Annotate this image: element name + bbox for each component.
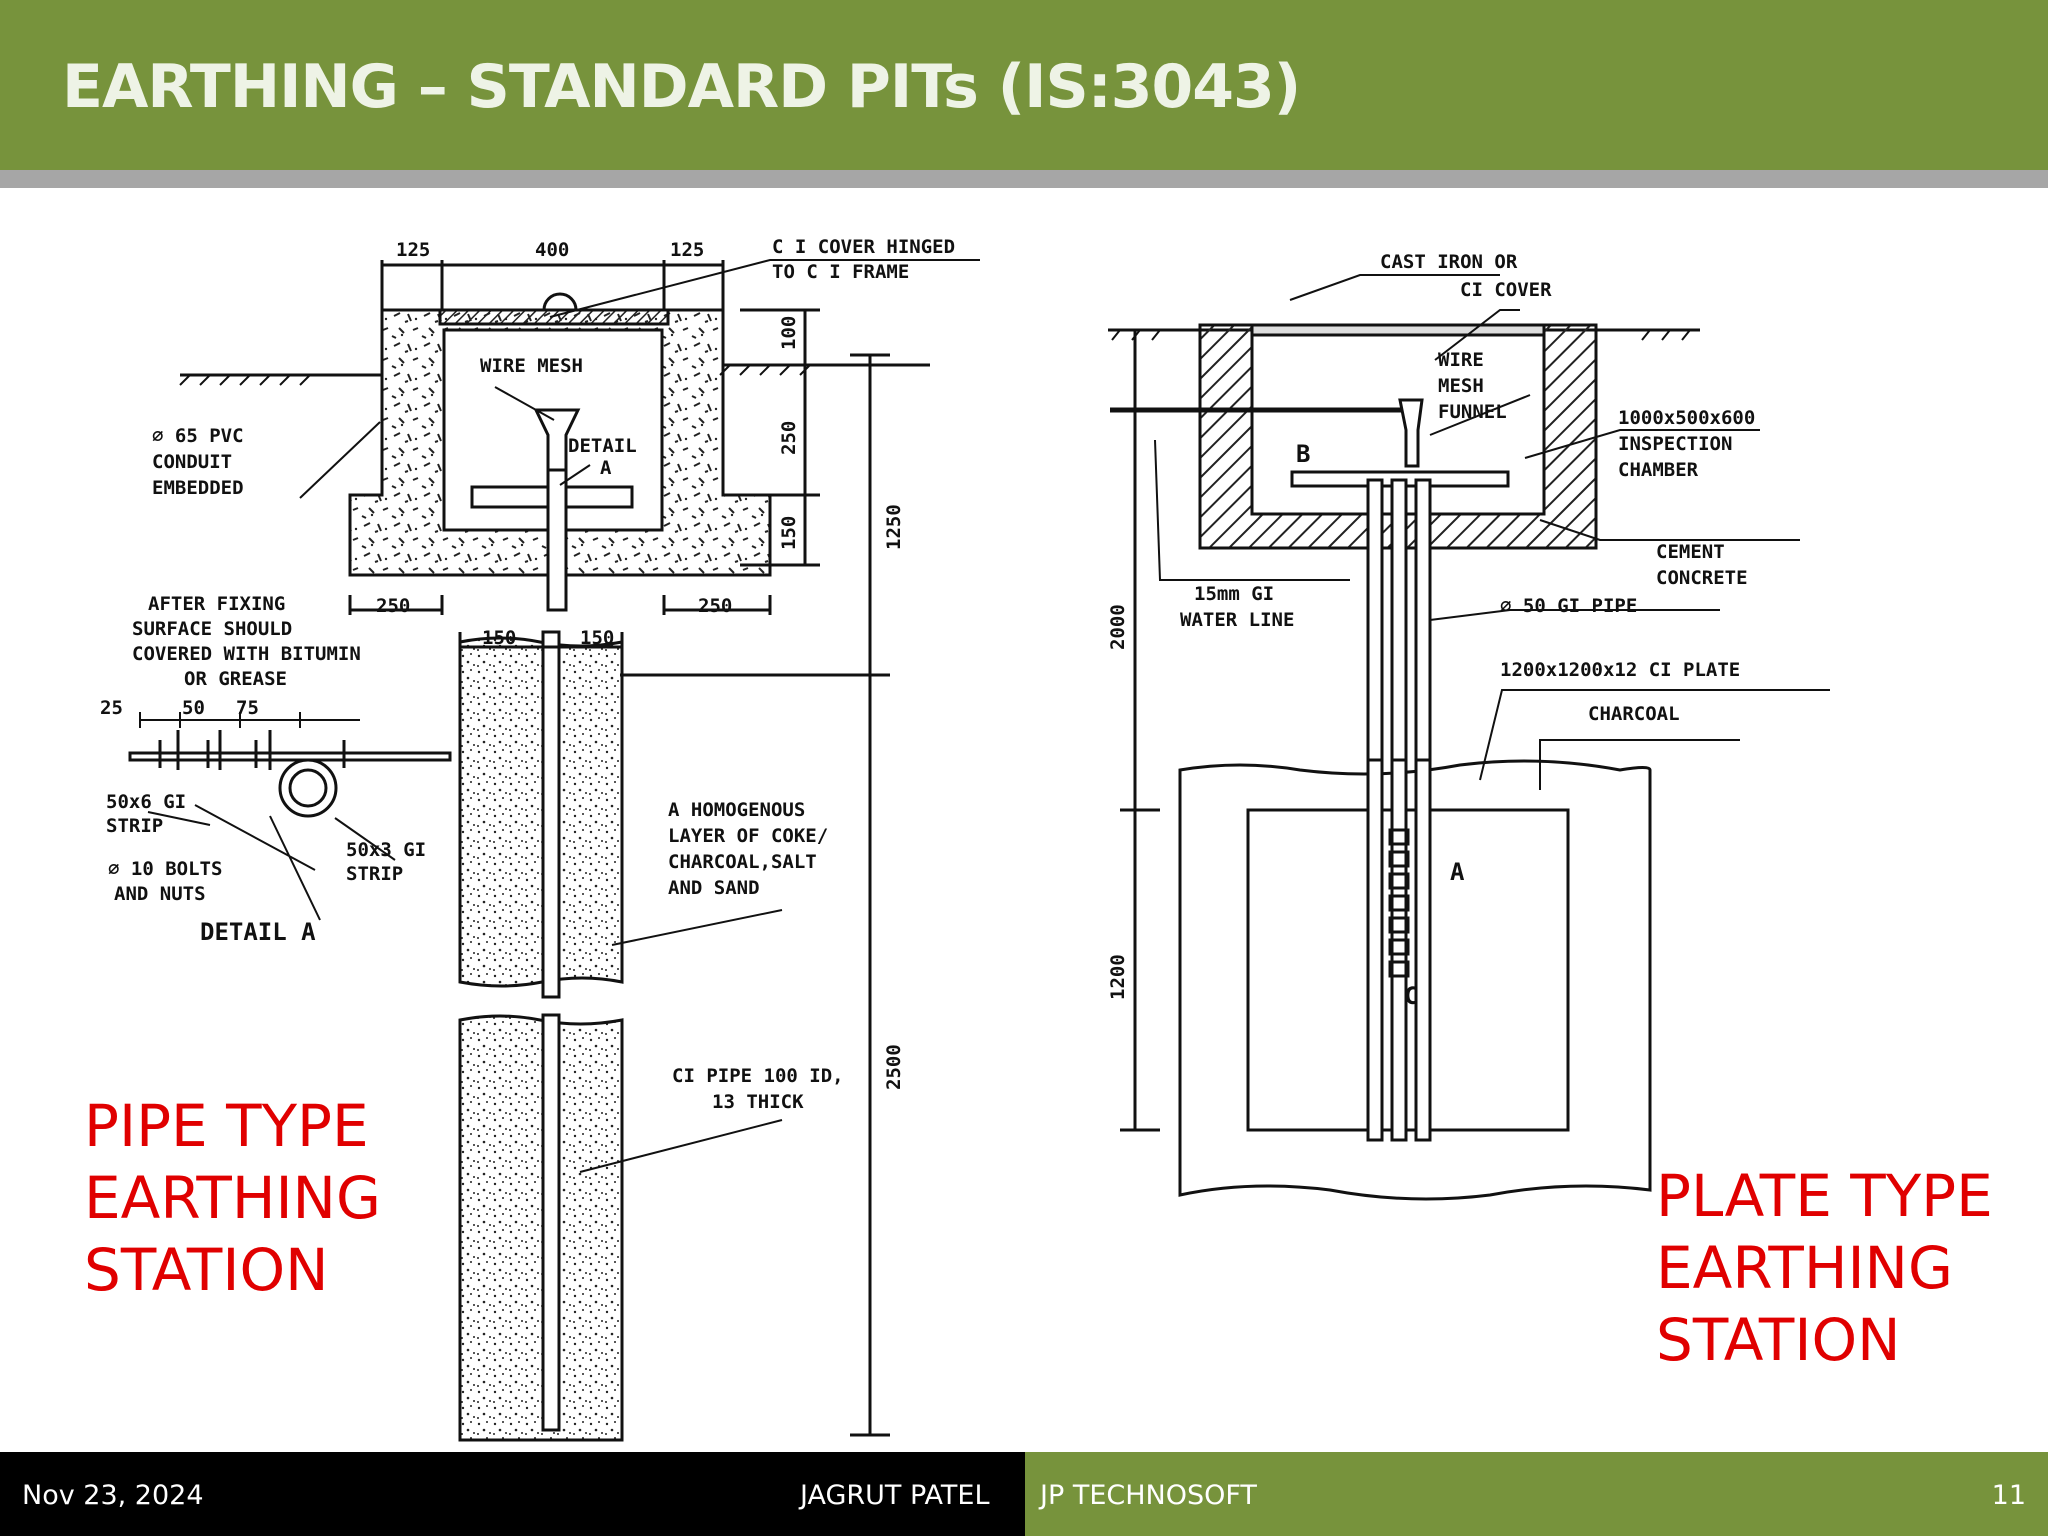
dim-150-vertical: 150 — [778, 516, 800, 550]
title-divider — [0, 170, 2048, 188]
label-charcoal: CHARCOAL — [1588, 703, 1680, 725]
label-ci-pipe-1: CI PIPE 100 ID, — [672, 1065, 844, 1087]
dim-250-left: 250 — [376, 595, 410, 617]
label-bolts-2: AND NUTS — [114, 883, 206, 905]
label-wire-2: MESH — [1438, 375, 1484, 397]
label-after-2: SURFACE SHOULD — [132, 618, 292, 640]
label-detail-a-1: DETAIL — [568, 435, 637, 457]
dim-50: 50 — [182, 697, 205, 719]
plate-type-caption: PLATE TYPE EARTHING STATION — [1656, 1160, 1993, 1376]
label-strip3-1: 50x3 GI — [346, 839, 426, 861]
pipe-caption-line-1: PIPE TYPE — [84, 1092, 369, 1160]
label-strip3-2: STRIP — [346, 863, 403, 885]
pipe-earthing-drawing: 125 400 125 C I COVER HINGED TO C I FRAM… — [100, 236, 980, 1442]
label-after-3: COVERED WITH BITUMIN — [132, 643, 361, 665]
dim-400: 400 — [535, 239, 569, 261]
label-water-2: WATER LINE — [1180, 609, 1294, 631]
label-cover-2: TO C I FRAME — [772, 261, 909, 283]
label-insp-1: 1000x500x600 — [1618, 407, 1755, 429]
label-cast-2: CI COVER — [1460, 279, 1552, 301]
label-coke-1: A HOMOGENOUS — [668, 799, 805, 821]
dim-150-left: 150 — [482, 627, 516, 649]
plate-caption-line-2: EARTHING — [1656, 1234, 1953, 1302]
label-detail-a-2: A — [600, 457, 612, 479]
dim-125-left: 125 — [396, 239, 430, 261]
title-bar — [0, 0, 2048, 170]
footer-company: JP TECHNOSOFT — [1040, 1480, 1257, 1511]
plate-caption-line-3: STATION — [1656, 1306, 1901, 1374]
label-b: B — [1296, 440, 1310, 468]
label-wire-1: WIRE — [1438, 349, 1484, 371]
dim-1200: 1200 — [1107, 954, 1129, 1000]
dim-250-vertical: 250 — [778, 421, 800, 455]
footer-date: Nov 23, 2024 — [22, 1480, 204, 1511]
label-a: A — [1450, 858, 1465, 886]
plate-earthing-drawing: CAST IRON OR CI COVER WIRE MESH FUNNEL B… — [1107, 251, 1830, 1201]
label-plate: 1200x1200x12 CI PLATE — [1500, 659, 1740, 681]
pipe-caption-line-2: EARTHING — [84, 1164, 381, 1232]
dim-2500: 2500 — [883, 1044, 905, 1090]
label-wire-mesh: WIRE MESH — [480, 355, 583, 377]
label-after-4: OR GREASE — [184, 668, 287, 690]
dim-1250: 1250 — [883, 504, 905, 550]
label-after-1: AFTER FIXING — [148, 593, 285, 615]
pipe-caption-line-3: STATION — [84, 1236, 329, 1304]
label-coke-4: AND SAND — [668, 877, 760, 899]
label-wire-3: FUNNEL — [1438, 401, 1507, 423]
label-pvc-3: EMBEDDED — [152, 477, 244, 499]
label-bolts-1: ⌀ 10 BOLTS — [108, 858, 222, 880]
label-cover-1: C I COVER HINGED — [772, 236, 955, 258]
label-strip-1: 50x6 GI — [106, 791, 186, 813]
dim-25: 25 — [100, 697, 123, 719]
plate-caption-line-1: PLATE TYPE — [1656, 1162, 1993, 1230]
label-coke-3: CHARCOAL,SALT — [668, 851, 817, 873]
slide-title: EARTHING – STANDARD PITs (IS:3043) — [62, 52, 1301, 122]
label-pvc-1: ⌀ 65 PVC — [152, 425, 244, 447]
label-strip-2: STRIP — [106, 815, 163, 837]
pipe-type-caption: PIPE TYPE EARTHING STATION — [84, 1090, 381, 1306]
label-insp-2: INSPECTION — [1618, 433, 1732, 455]
label-pvc-2: CONDUIT — [152, 451, 232, 473]
label-cement-2: CONCRETE — [1656, 567, 1748, 589]
dim-2000: 2000 — [1107, 604, 1129, 650]
dim-125-right: 125 — [670, 239, 704, 261]
dim-75: 75 — [236, 697, 259, 719]
label-coke-2: LAYER OF COKE/ — [668, 825, 828, 847]
dim-250-right: 250 — [698, 595, 732, 617]
dim-100: 100 — [778, 316, 800, 350]
label-detail-a-title: DETAIL A — [200, 918, 316, 946]
label-c: C — [1404, 982, 1418, 1010]
label-cast-1: CAST IRON OR — [1380, 251, 1518, 273]
page-number: 11 — [1991, 1480, 2026, 1511]
footer-author: JAGRUT PATEL — [800, 1480, 990, 1511]
label-water-1: 15mm GI — [1194, 583, 1274, 605]
label-insp-3: CHAMBER — [1618, 459, 1699, 481]
footer-right-band — [1025, 1452, 2048, 1536]
dim-150-right: 150 — [580, 627, 614, 649]
label-gi-pipe: ⌀ 50 GI PIPE — [1500, 595, 1637, 617]
label-cement-1: CEMENT — [1656, 541, 1725, 563]
label-ci-pipe-2: 13 THICK — [712, 1091, 804, 1113]
footer-left-band — [0, 1452, 1025, 1536]
